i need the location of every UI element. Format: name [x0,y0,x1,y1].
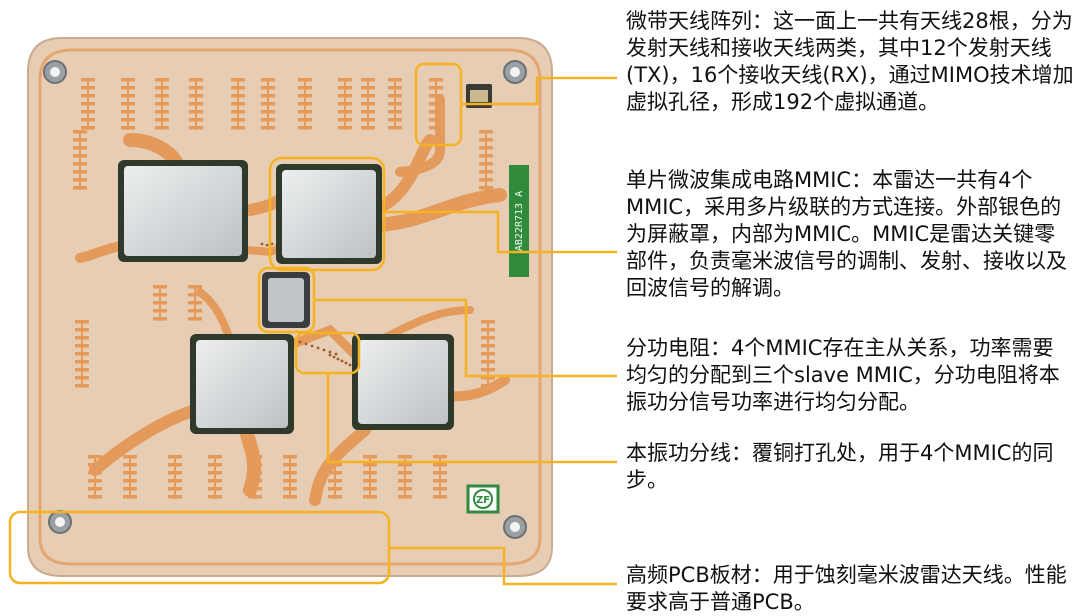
antenna-element [188,285,202,321]
pcb-inner-edge [38,48,542,566]
antenna-element [153,285,167,321]
antenna-element [123,455,137,499]
leader-line-lo-line [326,373,617,464]
leader-line-mmic [384,210,617,254]
mounting-hole [43,60,67,84]
antenna-element [338,78,352,130]
antenna-element [481,320,495,388]
leader-line-pcb [389,546,617,586]
antenna-element [155,78,169,130]
antenna-element [121,78,135,130]
leader-line-power-divider [314,298,617,378]
zf-logo-text: ZF [476,495,490,506]
zf-logo: ZF [466,484,500,514]
marking-label [509,165,529,277]
leader-line-antenna [461,76,617,106]
antenna-element [283,455,297,499]
annotation-power-divider: 分功电阻：4个MMIC存在主从关系，功率需要均匀的分配到三个slave MMIC… [626,336,1060,414]
annotation-lo-line: 本振功分线：覆铜打孔处，用于4个MMIC的同步。 [626,441,1054,492]
mounting-hole [48,510,72,534]
antenna-element [168,455,182,499]
antenna-element [189,78,203,130]
antenna-element [81,78,95,130]
antenna-element [298,78,312,130]
antenna-element [388,78,402,130]
mmic-chip [276,164,382,264]
power-divider-chip [262,272,310,328]
mounting-hole [503,515,527,539]
antenna-element [479,130,493,190]
mmic-chip [118,160,248,262]
smd-component [466,84,492,108]
antenna-element [73,130,87,190]
annotation-antenna-array: 微带天线阵列：这一面上一共有天线28根，分为发射天线和接收天线两类，其中12个发… [626,9,1074,114]
antenna-element [75,320,89,388]
mounting-hole [503,60,527,84]
annotation-mmic: 单片微波集成电路MMIC：本雷达一共有4个MMIC，采用多片级联的方式连接。外部… [626,168,1067,300]
antenna-element [261,78,275,130]
antenna-element [361,78,375,130]
mmic-chip [352,334,454,430]
highlight-box-mmic [268,156,386,272]
antenna-element [208,455,222,499]
chip-marking-text: AB22R713 A [514,191,525,251]
mmic-chip [190,334,294,434]
annotation-pcb: 高频PCB板材：用于蚀刻毫米波雷达天线。性能要求高于普通PCB。 [626,563,1067,614]
antenna-element [231,78,245,130]
